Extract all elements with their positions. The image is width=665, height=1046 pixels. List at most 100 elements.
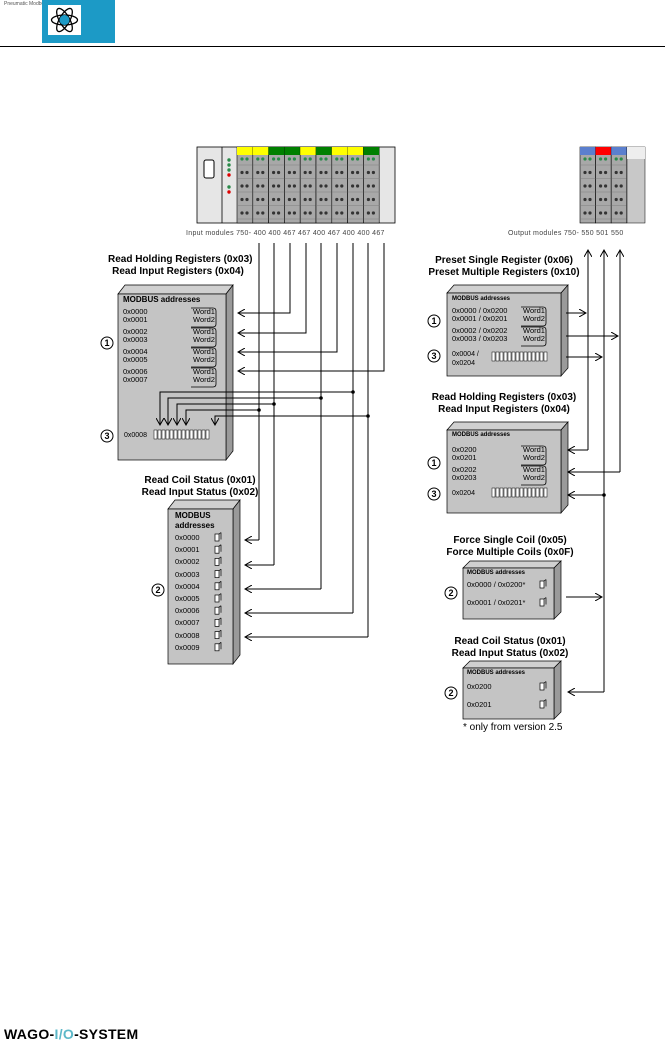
output-module bbox=[595, 146, 612, 224]
right-force-block bbox=[462, 560, 562, 620]
right-read-coils-title: Read Coil Status (0x01) Read Input Statu… bbox=[451, 636, 569, 659]
word-label: Word2 bbox=[193, 355, 215, 364]
coil-address: 0x0009 bbox=[175, 642, 200, 652]
header-caption: Pneumatic Modbus bbox=[4, 1, 47, 7]
coil-address: 0x0005 bbox=[175, 594, 200, 603]
coil-address: 0x0003 bbox=[175, 569, 200, 579]
register-address: 0x0000 / 0x0200 bbox=[452, 306, 508, 315]
input-module bbox=[268, 146, 285, 224]
word-label: Word2 bbox=[523, 334, 545, 343]
left-bits-address: 0x0008 bbox=[124, 432, 147, 439]
coil-address: 0x0000 / 0x0200* bbox=[467, 580, 526, 589]
circle-marker-number: 3 bbox=[431, 351, 437, 361]
circle-marker-number: 1 bbox=[431, 458, 437, 468]
register-address: 0x0006 bbox=[123, 367, 148, 376]
input-module bbox=[299, 146, 317, 224]
bit-strip-icon bbox=[153, 429, 210, 440]
right-force-title: Force Single Coil (0x05) Force Multiple … bbox=[446, 535, 574, 558]
coil-address: 0x0006 bbox=[175, 606, 200, 616]
word-label: Word1 bbox=[193, 307, 215, 316]
register-address: 0x0007 bbox=[123, 375, 148, 384]
coil-icon bbox=[214, 568, 222, 578]
input-module bbox=[315, 146, 333, 224]
input-module bbox=[347, 146, 364, 224]
junction-dots-left bbox=[257, 390, 370, 418]
word-label: Word2 bbox=[523, 453, 545, 462]
word-bracket-icon bbox=[191, 307, 217, 328]
circle-marker-number: 3 bbox=[104, 431, 110, 441]
input-module bbox=[236, 146, 254, 224]
coil-icon bbox=[214, 617, 222, 627]
word-label: Word2 bbox=[193, 335, 215, 344]
atom-logo-icon bbox=[48, 5, 81, 35]
coil-address: 0x0201 bbox=[467, 700, 492, 709]
register-address: 0x0003 bbox=[123, 335, 148, 344]
coil-address: 0x0200 bbox=[467, 682, 492, 691]
word-label: Word2 bbox=[523, 473, 545, 482]
coil-address: 0x0008 bbox=[175, 630, 200, 640]
word-label: Word1 bbox=[193, 327, 215, 336]
word-bracket-icon bbox=[521, 326, 547, 347]
bit-strip-icon bbox=[491, 487, 548, 498]
word-bracket-icon bbox=[191, 347, 217, 368]
right-preset-bits-address: 0x0004 / 0x0204 bbox=[452, 351, 479, 367]
coil-icon bbox=[214, 593, 222, 603]
word-label: Word2 bbox=[523, 314, 545, 323]
circle-marker-number: 2 bbox=[448, 688, 454, 698]
input-module bbox=[252, 146, 269, 224]
left-connection-lines bbox=[160, 243, 385, 637]
word-label: Word2 bbox=[193, 375, 215, 384]
register-address: 0x0001 / 0x0201 bbox=[452, 314, 508, 323]
right-force-header: MODBUS addresses bbox=[467, 570, 526, 576]
coil-address: 0x0004 bbox=[175, 581, 200, 591]
output-module bbox=[579, 146, 596, 224]
header-divider bbox=[0, 46, 665, 47]
right-read-regs-title: Read Holding Registers (0x03) Read Input… bbox=[431, 392, 577, 415]
input-module-rack bbox=[196, 146, 396, 224]
coil-icon bbox=[214, 556, 222, 566]
input-module bbox=[284, 146, 301, 224]
coil-address: 0x0007 bbox=[175, 618, 200, 628]
word-label: Word2 bbox=[193, 315, 215, 324]
coil-icon bbox=[539, 579, 547, 589]
connector-icon bbox=[203, 159, 215, 179]
left-registers-title: Read Holding Registers (0x03) Read Input… bbox=[108, 254, 253, 277]
word-bracket-icon bbox=[191, 327, 217, 348]
coil-address: 0x0001 / 0x0201* bbox=[467, 598, 526, 607]
coil-icon bbox=[539, 681, 547, 691]
register-address: 0x0002 bbox=[123, 327, 148, 336]
circle-marker-number: 2 bbox=[448, 588, 454, 598]
coil-icon bbox=[214, 581, 222, 591]
word-bracket-icon bbox=[191, 367, 217, 388]
register-address: 0x0002 / 0x0202 bbox=[452, 326, 508, 335]
output-module bbox=[610, 146, 628, 224]
register-address: 0x0005 bbox=[123, 355, 148, 364]
coil-icon bbox=[214, 544, 222, 554]
register-address: 0x0004 bbox=[123, 347, 148, 356]
right-connection-lines bbox=[566, 250, 620, 692]
circle-markers bbox=[100, 314, 458, 700]
bit-strip-icon bbox=[491, 351, 548, 362]
right-preset-header: MODBUS addresses bbox=[452, 296, 511, 302]
word-label: Word1 bbox=[523, 445, 545, 454]
circle-marker-number: 2 bbox=[155, 585, 161, 595]
circle-marker-number: 1 bbox=[431, 316, 437, 326]
word-bracket-icon bbox=[521, 465, 547, 486]
junction-dot-right bbox=[602, 493, 606, 497]
input-module bbox=[363, 146, 380, 224]
register-address: 0x0000 bbox=[123, 307, 148, 316]
coil-icon bbox=[214, 629, 222, 639]
right-read-regs-block bbox=[446, 421, 569, 514]
word-label: Word1 bbox=[523, 306, 545, 315]
word-label: Word1 bbox=[523, 326, 545, 335]
left-registers-header: MODBUS addresses bbox=[123, 295, 201, 304]
register-address: 0x0203 bbox=[452, 473, 477, 482]
coil-address: 0x0002 bbox=[175, 557, 200, 567]
coil-icon bbox=[214, 532, 222, 542]
left-coil-block bbox=[167, 498, 241, 666]
coil-address: 0x0001 bbox=[175, 545, 200, 555]
register-address: 0x0003 / 0x0203 bbox=[452, 334, 508, 343]
right-preset-title: Preset Single Register (0x06) Preset Mul… bbox=[428, 255, 580, 278]
output-modules-label: Output modules 750- 550 501 550 bbox=[508, 230, 624, 237]
